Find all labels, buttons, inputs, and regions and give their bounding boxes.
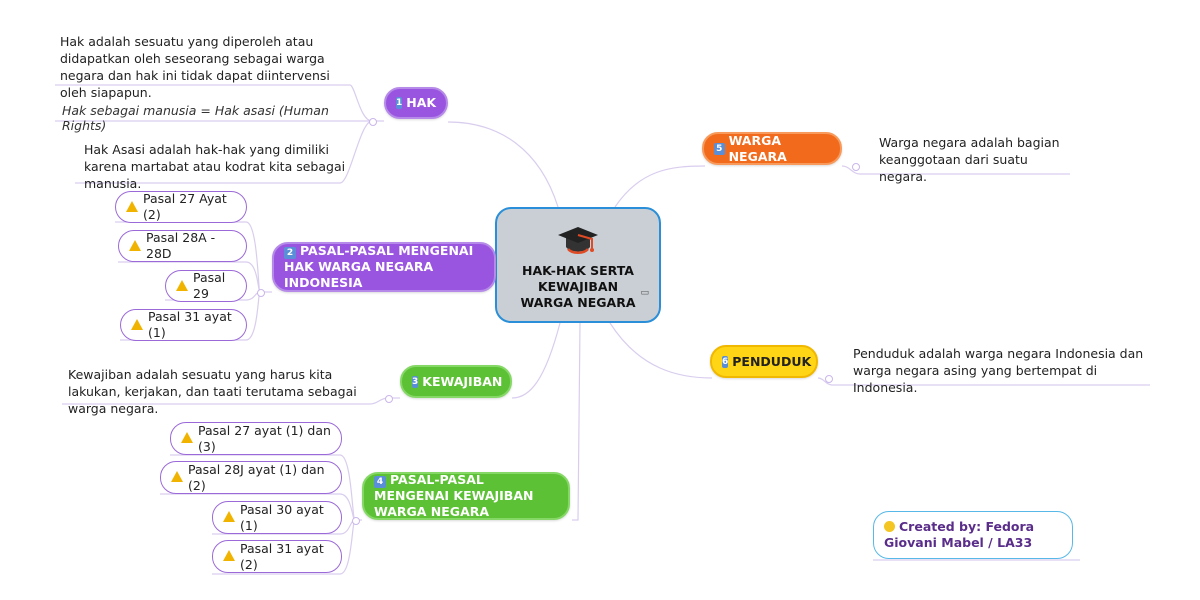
number-badge-icon: 6 [722,355,729,368]
pasal-hak-item[interactable]: Pasal 31 ayat (1) [120,309,247,341]
central-title: HAK-HAK SERTA KEWAJIBAN WARGA NEGARA [520,263,636,310]
pasal-kewajiban-item[interactable]: Pasal 30 ayat (1) [212,501,342,534]
branch-dot [385,395,393,403]
link-hak [447,121,559,208]
warning-icon [171,471,183,482]
link-penduduk [609,322,713,379]
kewajiban-note: Kewajiban adalah sesuatu yang harus kita… [68,367,357,416]
human-rights-note: Hak sebagai manusia = Hak asasi (Human R… [62,103,329,133]
hak-asasi-note: Hak Asasi adalah hak-hak yang dimiliki k… [84,142,346,191]
credit-text: Created by: Fedora Giovani Mabel / LA33 [884,519,1035,550]
topic-kewajiban-label: KEWAJIBAN [422,373,503,389]
warning-icon [131,318,143,330]
topic-warga-negara[interactable]: 5 WARGA NEGARA [702,132,842,165]
topic-penduduk-label: PENDUDUK [732,353,812,369]
link-kewajiban [511,322,561,399]
notes-icon[interactable]: ▭ [640,288,649,298]
pasal-hak-item[interactable]: Pasal 28A - 28D [118,230,247,262]
pasal-kewajiban-item[interactable]: Pasal 27 ayat (1) dan (3) [170,422,342,455]
credit-box[interactable]: Created by: Fedora Giovani Mabel / LA33 [873,511,1073,559]
branch-dot [825,375,833,383]
branch-dot [852,163,860,171]
topic-hak-label: HAK [406,95,437,110]
number-badge-icon: 2 [284,247,296,259]
warning-icon [176,279,188,291]
smiley-icon [884,521,895,532]
pasal-kewajiban-item[interactable]: Pasal 28J ayat (1) dan (2) [160,461,342,494]
pasal-kewajiban-item[interactable]: Pasal 31 ayat (2) [212,540,342,573]
pasal-hak-item[interactable]: Pasal 29 [165,270,247,302]
central-topic[interactable]: HAK-HAK SERTA KEWAJIBAN WARGA NEGARA ▭ [495,207,661,323]
branch-dot [257,289,265,297]
warning-icon [223,511,235,522]
branch-dot [352,517,360,525]
warning-icon [126,200,138,212]
link-warga-negara [614,165,706,208]
number-badge-icon: 5 [714,142,725,155]
link-pasal-kewajiban [572,322,581,521]
warga-negara-note: Warga negara adalah bagian keanggotaan d… [879,135,1060,184]
hak-definition-note: Hak adalah sesuatu yang diperoleh atau d… [60,34,330,100]
number-badge-icon: 1 [396,97,403,109]
topic-pasal-kewajiban-label: PASAL-PASAL MENGENAI KEWAJIBAN WARGA NEG… [374,472,534,519]
topic-hak[interactable]: 1 HAK [384,87,448,119]
warning-icon [181,432,193,443]
number-badge-icon: 3 [412,375,419,388]
warning-icon [223,550,235,561]
penduduk-note: Penduduk adalah warga negara Indonesia d… [853,346,1144,395]
graduation-cap-icon [558,227,598,254]
topic-penduduk[interactable]: 6 PENDUDUK [710,345,818,378]
warning-icon [129,239,141,251]
number-badge-icon: 4 [374,476,386,488]
topic-pasal-hak-label: PASAL-PASAL MENGENAI HAK WARGA NEGARA IN… [284,243,474,290]
topic-warga-negara-label: WARGA NEGARA [728,132,787,164]
branch-dot [369,118,377,126]
topic-kewajiban[interactable]: 3 KEWAJIBAN [400,365,512,398]
pasal-hak-item[interactable]: Pasal 27 Ayat (2) [115,191,247,223]
